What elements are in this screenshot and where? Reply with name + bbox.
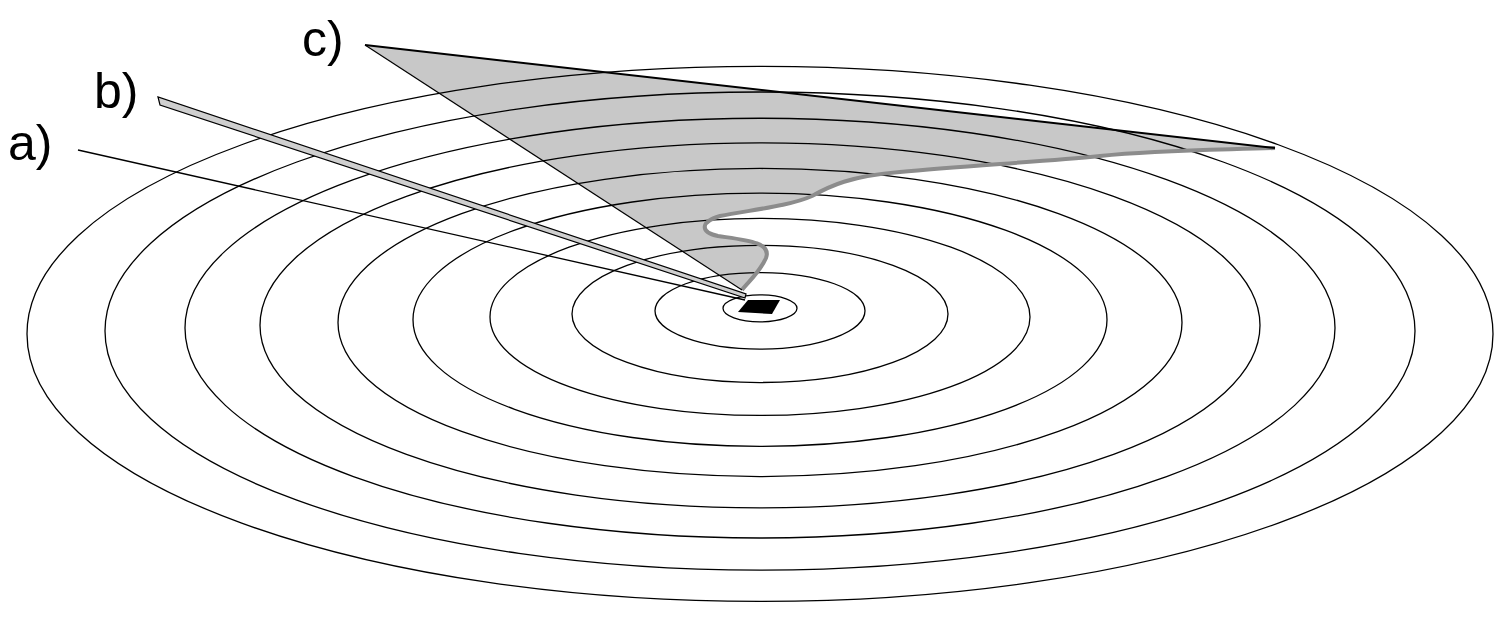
region-edge bbox=[365, 45, 742, 290]
contour-line bbox=[723, 295, 797, 322]
wedge-b bbox=[158, 97, 746, 298]
contour-line bbox=[490, 218, 1030, 415]
contour-line bbox=[338, 168, 1182, 476]
part-label: a) bbox=[8, 118, 52, 168]
center-block bbox=[738, 300, 780, 314]
region-edge bbox=[365, 45, 1275, 148]
contour-lines bbox=[27, 66, 1493, 601]
part-label: c) bbox=[302, 14, 344, 64]
contour-line bbox=[260, 143, 1260, 508]
contour-line bbox=[185, 118, 1335, 538]
shaded-region bbox=[365, 45, 1275, 290]
wavy-line bbox=[705, 148, 1275, 290]
contour-line bbox=[105, 92, 1415, 570]
contour-line bbox=[413, 193, 1107, 446]
contour-line bbox=[27, 66, 1493, 601]
part-label: b) bbox=[94, 66, 138, 116]
contour-line bbox=[655, 273, 865, 350]
leader-a bbox=[78, 150, 745, 300]
